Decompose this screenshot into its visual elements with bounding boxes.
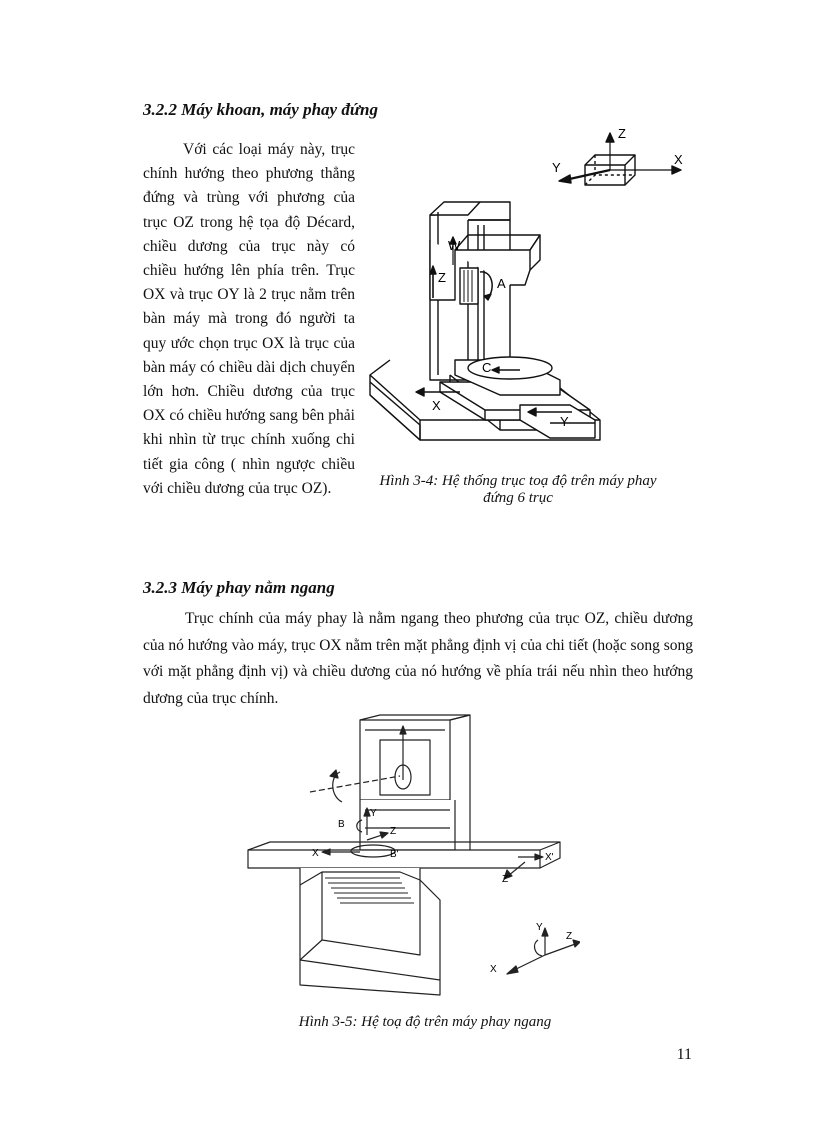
page-number: 11 [676,1046,692,1063]
fig34-c-label: C [482,360,491,375]
section-body-3-2-2: Với các loại máy này, trục chính hướng t… [143,141,355,497]
figure-caption-3-4: Hình 3-4: Hệ thống trục toạ độ trên máy … [379,473,657,506]
fig34-axis-x-label: X [674,152,683,167]
figure-caption-3-5: Hình 3-5: Hệ toạ độ trên máy phay ngang [298,1014,552,1030]
fig35-z-label: Z [390,826,396,837]
fig34-x-label: X [432,398,441,413]
fig34-w-label: W [448,238,461,253]
fig34-a-label: A [497,276,506,291]
figure-horizontal-milling-machine: B Y Z X B' X' Z' Y Z X [247,714,580,996]
fig34-y-label: Y [560,414,569,429]
fig35-x-label: X [312,848,319,859]
fig35-axis-x-label: X [490,964,497,975]
fig35-x-prime-label: X' [545,852,554,863]
fig34-z-label: Z [438,270,446,285]
fig35-axis-y-label: Y [536,922,543,933]
section-heading-3-2-2: 3.2.2 Máy khoan, máy phay đứng [143,100,378,119]
section-heading-3-2-3: 3.2.3 Máy phay nằm ngang [143,578,335,597]
figure-vertical-milling-machine: Z X Y W Z A C X Y [369,126,683,441]
fig34-axis-y-label: Y [552,160,561,175]
fig34-axis-z-label: Z [618,126,626,141]
fig35-b-prime-label: B' [390,849,399,860]
section-body-3-2-3: Trục chính của máy phay là nằm ngang the… [143,610,693,707]
fig35-axis-z-label: Z [566,931,572,942]
fig35-z-prime-label: Z' [502,874,510,885]
fig35-b-label: B [338,819,345,830]
fig35-y-label: Y [370,808,377,819]
